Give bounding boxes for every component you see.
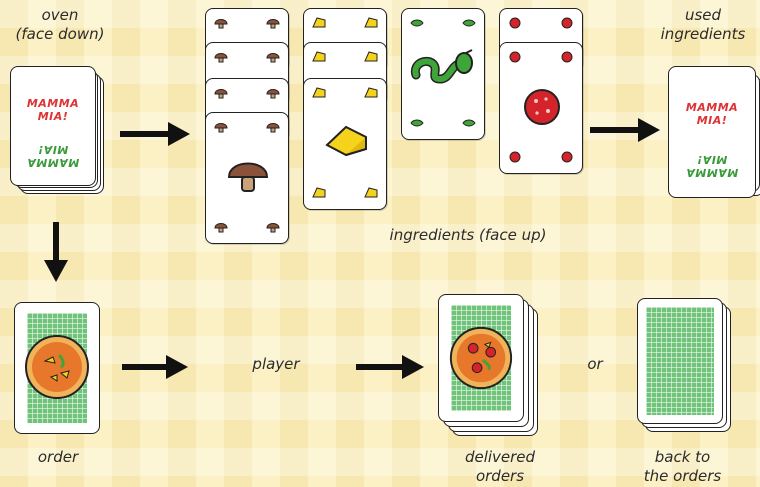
pepper-icon — [410, 119, 424, 127]
arrow-down-icon — [44, 222, 68, 282]
salami-icon — [509, 51, 521, 63]
cheese-icon — [364, 51, 378, 62]
ingredient-card-front — [499, 42, 583, 174]
arrow-right-icon — [120, 122, 190, 146]
delivered-orders-label: delivered orders — [464, 448, 536, 485]
cheese-icon — [364, 187, 378, 198]
salami-icon — [524, 89, 560, 125]
oven-label: oven (face down) — [15, 6, 105, 43]
mushroom-icon — [266, 223, 280, 233]
deck-top-card: MAMMA MIA! MAMMA MIA! — [10, 66, 96, 186]
mushroom-icon — [266, 19, 280, 29]
deck-top-card: MAMMA MIA! MAMMA MIA! — [668, 66, 756, 198]
cheese-icon — [312, 17, 326, 28]
salami-icon — [561, 51, 573, 63]
cheese-icon — [312, 87, 326, 98]
cheese-icon — [364, 87, 378, 98]
ingredient-card-front — [205, 112, 289, 244]
mushroom-icon — [214, 19, 228, 29]
cheese-icon — [325, 125, 367, 157]
delivered-top-card — [438, 294, 524, 422]
or-label: or — [587, 355, 603, 373]
logo-mamma-mia-inverted: MAMMA MIA! — [685, 153, 739, 179]
cheese-icon — [364, 17, 378, 28]
logo-mamma-mia-inverted: MAMMA MIA! — [26, 143, 80, 169]
player-label: player — [252, 355, 300, 373]
mushroom-icon — [214, 223, 228, 233]
used-ingredients-label: used ingredients — [660, 6, 746, 43]
salami-icon — [561, 151, 573, 163]
order-card[interactable] — [14, 302, 100, 434]
order-card-back — [637, 298, 723, 424]
mushroom-icon — [266, 53, 280, 63]
logo-mamma-mia: MAMMA MIA! — [26, 97, 80, 123]
arrow-right-icon — [122, 355, 188, 379]
pepper-icon — [410, 49, 473, 84]
order-card-back-pattern — [646, 307, 714, 415]
arrow-right-icon — [356, 355, 424, 379]
ingredients-label: ingredients (face up) — [389, 226, 547, 244]
cheese-icon — [312, 187, 326, 198]
mushroom-icon — [227, 162, 269, 192]
mushroom-icon — [266, 123, 280, 133]
salami-icon — [509, 151, 521, 163]
pizza-icon — [449, 326, 513, 390]
mushroom-icon — [266, 89, 280, 99]
pepper-icon — [462, 119, 476, 127]
salami-icon — [509, 17, 521, 29]
back-to-orders-label: back to the orders — [643, 448, 722, 485]
arrow-right-icon — [590, 118, 660, 142]
logo-mamma-mia: MAMMA MIA! — [685, 101, 739, 127]
pepper-card[interactable] — [401, 8, 485, 140]
ingredient-card-front — [303, 78, 387, 210]
pepper-icon — [462, 19, 476, 27]
cheese-icon — [312, 51, 326, 62]
pepper-icon — [410, 19, 424, 27]
salami-icon — [561, 17, 573, 29]
mushroom-icon — [214, 53, 228, 63]
pizza-icon — [25, 335, 89, 399]
order-label: order — [37, 448, 79, 466]
mushroom-icon — [214, 89, 228, 99]
mushroom-icon — [214, 123, 228, 133]
